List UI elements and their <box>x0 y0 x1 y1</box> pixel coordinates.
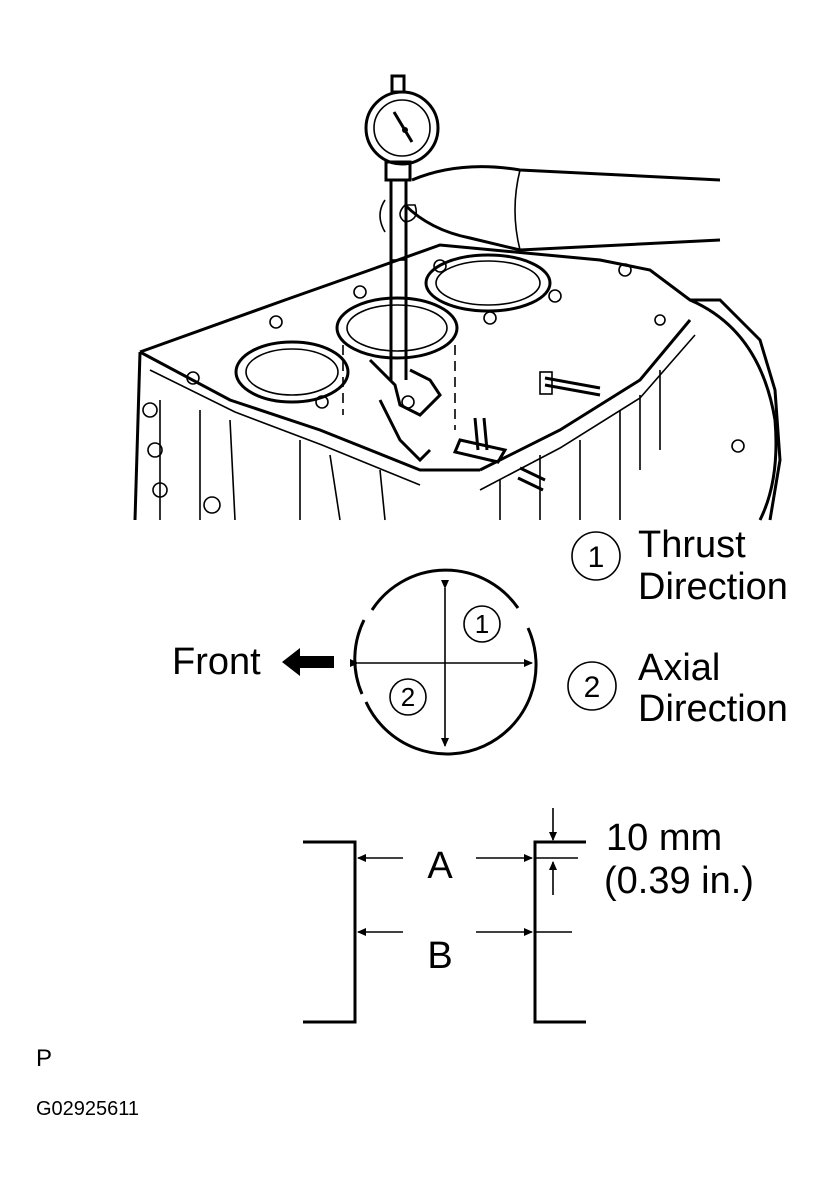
bore-wall-left <box>303 840 357 1024</box>
legend-number-2: 2 <box>584 671 601 704</box>
bore-circle-top-arc <box>370 568 520 611</box>
position-a-label: A <box>427 845 453 887</box>
bore-direction-diagram: 1 2 Front <box>172 568 538 756</box>
legend-label-direction-2: Direction <box>638 688 788 730</box>
measurement-position-diagram: A B 10 mm (0.39 in.) <box>303 808 754 1024</box>
depth-value-in: (0.39 in.) <box>604 860 754 902</box>
bore-marker-2: 2 <box>401 682 415 712</box>
depth-value-mm: 10 mm <box>606 817 722 859</box>
bore-circle-right-arc <box>364 627 538 756</box>
legend-thrust-direction: 1 Thrust Direction <box>571 524 788 608</box>
bore-marker-1: 1 <box>475 609 489 639</box>
footer-letter: P <box>36 1045 52 1072</box>
bore-marker-circle-2 <box>389 678 427 716</box>
legend-label-direction-1: Direction <box>638 566 788 608</box>
legend-number-circle-1 <box>571 531 621 581</box>
legend-axial-direction: 2 Axial Direction <box>567 647 788 730</box>
front-arrow-icon <box>282 648 334 676</box>
legend-number-1: 1 <box>588 541 605 574</box>
legend-label-axial: Axial <box>638 647 720 689</box>
legend-number-circle-2 <box>567 661 617 711</box>
bore-marker-circle-1 <box>463 605 501 643</box>
engine-block-illustration <box>133 74 782 521</box>
position-b-label: B <box>427 935 452 977</box>
front-label: Front <box>172 641 261 683</box>
figure-code: G02925611 <box>36 1098 139 1120</box>
legend-label-thrust: Thrust <box>638 524 746 566</box>
bore-circle-left-arc <box>353 619 366 695</box>
